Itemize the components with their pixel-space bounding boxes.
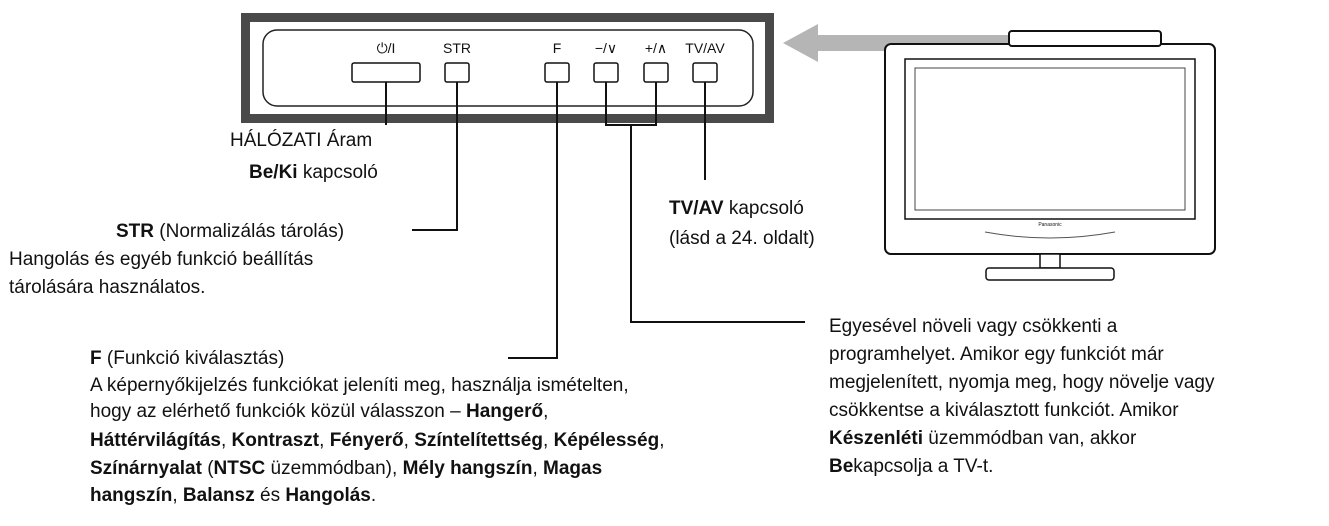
updown-desc-line4: csökkentse a kiválasztott funkciót. Amik… [829,400,1179,421]
f-desc-balansz: Balansz [182,485,255,506]
power-button-label: ⏻/I [377,40,396,56]
f-desc-hangolas: Hangolás [285,485,371,506]
f-callout-title: F (Funkció kiválasztás) [90,346,284,371]
panel-face [250,22,765,114]
power-callout-bold: Be/Ki [249,162,298,183]
str-button[interactable] [444,62,470,83]
str-callout-desc2: tárolására használatos. [9,277,206,298]
tvav-callout-rest: kapcsoló [723,198,804,219]
updown-desc-line3: megjelenített, nyomja meg, hogy növelje … [829,372,1215,393]
tvav-callout-bold: TV/AV [669,198,724,219]
f-button-label: F [553,40,562,56]
minus-button[interactable] [593,62,619,83]
power-callout-line1: HÁLÓZATI Áram [230,130,373,151]
f-desc-line2-text: hogy az elérhető funkciók közül válasszo… [90,401,466,422]
tv-speaker-curve [984,231,1116,239]
str-leader [412,82,458,231]
tv-neck [1039,253,1061,269]
f-callout-rest: (Funkció kiválasztás) [101,348,285,369]
f-desc-hangero: Hangerő [466,401,544,422]
tv-top-control-strip [1008,30,1162,47]
updown-desc-line6: Bekapcsolja a TV-t. [829,454,993,479]
f-desc-szinarny: Színárnyalat [90,458,202,479]
tvav-button-label: TV/AV [685,40,725,56]
power-callout-line2: Be/Ki kapcsoló [249,160,378,185]
plus-button-label: +/∧ [645,40,667,56]
f-desc-fenyero: Fényerő [329,430,404,451]
tvav-callout-desc: (lásd a 24. oldalt) [669,228,815,249]
f-desc-es: és [254,485,286,506]
f-desc-kepeles: Képélesség [553,430,660,451]
panel-inner-outline [262,29,754,107]
updown-desc-line1: Egyesével növeli vagy csökkenti a [829,316,1118,337]
str-button-label: STR [443,40,471,56]
tv-illustration: Panasonic [884,30,1216,281]
minus-button-label: −/∨ [595,40,617,56]
f-desc-line2: hogy az elérhető funkciók közül válasszo… [90,401,549,422]
updown-desc-be: Be [829,456,854,477]
str-callout-bold: STR [116,221,154,242]
tv-brand: Panasonic [1038,222,1062,228]
f-desc-magas2: hangszín [90,485,173,506]
power-callout-rest: kapcsoló [297,162,378,183]
tv-stand [985,267,1115,281]
f-desc-mely: Mély hangszín [402,458,533,479]
f-desc-line3: Háttérvilágítás, Kontraszt, Fényerő, Szí… [90,430,665,451]
str-callout-title: STR (Normalizálás tárolás) [116,219,344,244]
leader-lines [385,82,805,359]
f-desc-line4: Színárnyalat (NTSC üzemmódban), Mély han… [90,458,603,479]
f-desc-magas1: Magas [543,458,603,479]
control-panel: ⏻/I STR F −/∨ +/∧ TV/AV [241,13,774,123]
updown-desc-keszenleti: Készenléti [829,428,923,449]
updown-leader [630,125,805,323]
f-desc-hatter: Háttérvilágítás [90,430,221,451]
str-callout-desc1: Hangolás és egyéb funkció beállítás [9,249,314,270]
f-desc-kontraszt: Kontraszt [231,430,320,451]
f-desc-line1: A képernyőkijelzés funkciókat jeleníti m… [90,375,629,396]
tv-screen [914,67,1186,211]
f-leader [508,82,558,359]
tvav-button[interactable] [692,62,718,83]
f-desc-ntsc: NTSC [213,458,266,479]
f-callout-bold: F [90,348,102,369]
updown-desc-line5-rest: üzemmódban van, akkor [922,428,1137,449]
power-button[interactable] [351,62,421,83]
f-desc-szintel: Színtelítettség [414,430,543,451]
tvav-callout-title: TV/AV kapcsoló [669,196,804,221]
updown-desc-line6-rest: kapcsolja a TV-t. [853,456,994,477]
f-desc-line5: hangszín, Balansz és Hangolás. [90,485,377,506]
str-callout-rest: (Normalizálás tárolás) [154,221,345,242]
f-desc-uzem: üzemmódban), [265,458,403,479]
f-button[interactable] [544,62,570,83]
updown-desc-line5: Készenléti üzemmódban van, akkor [829,426,1136,451]
updown-desc-line2: programhelyet. Amikor egy funkciót már [829,344,1164,365]
plus-button[interactable] [643,62,669,83]
